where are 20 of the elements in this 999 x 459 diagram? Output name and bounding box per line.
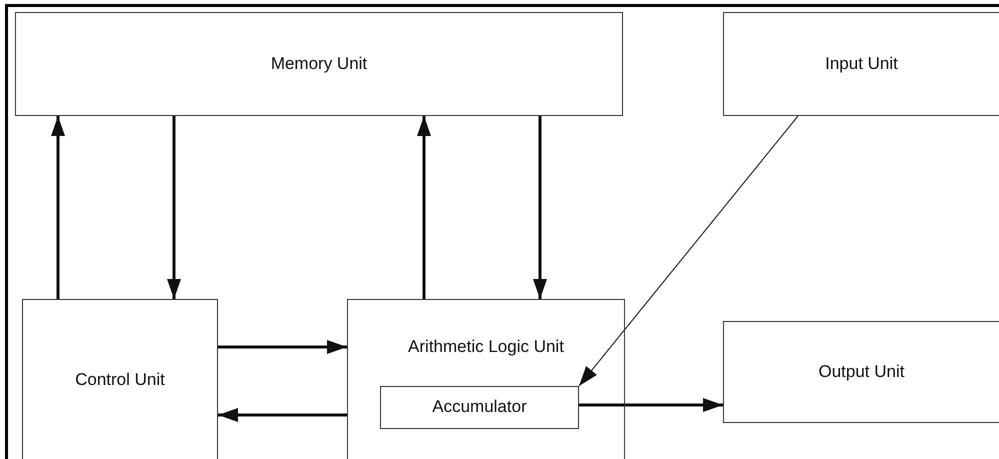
arrow	[579, 398, 723, 412]
unit-box	[723, 12, 999, 116]
unit-box	[22, 299, 218, 459]
arrow	[578, 116, 798, 386]
unit-label: Output Unit	[818, 362, 904, 382]
arrow	[167, 116, 181, 299]
arrow	[218, 408, 347, 422]
register-box	[380, 386, 579, 429]
unit-box	[723, 321, 999, 423]
unit-label: Control Unit	[75, 370, 165, 390]
unit-box	[347, 299, 625, 459]
arrow	[417, 116, 431, 299]
unit-label: Input Unit	[825, 54, 898, 74]
arrow	[533, 116, 547, 299]
unit-label: Memory Unit	[270, 54, 368, 74]
unit-label: Accumulator	[432, 397, 527, 417]
unit-box	[15, 12, 623, 116]
arrow	[51, 116, 65, 299]
unit-label: Arithmetic Logic Unit	[408, 337, 564, 357]
arrow	[218, 340, 347, 354]
